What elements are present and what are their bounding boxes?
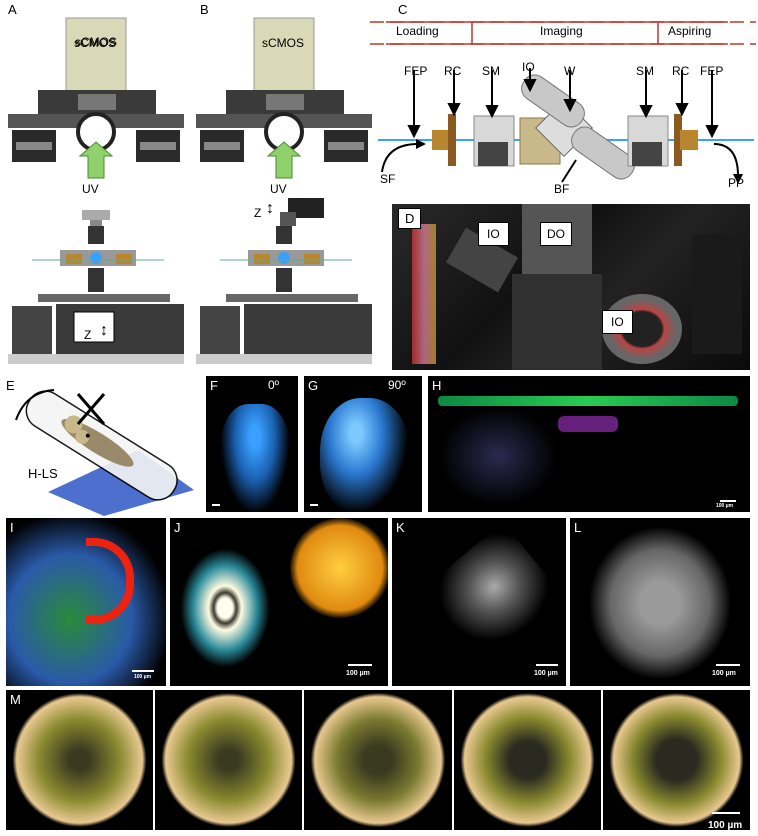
z-label-a: Z [84, 328, 92, 342]
timeline-bar [370, 21, 756, 45]
panel-h-image [428, 376, 750, 512]
scale-label-h: 100 µm [716, 503, 734, 509]
m-frame-1 [6, 690, 154, 830]
z-arrow-icon: ↕ [100, 322, 108, 339]
panel-label-c: C [398, 2, 408, 17]
svg-text:sCMOS: sCMOS [75, 35, 117, 49]
label-do: DO [540, 222, 572, 246]
panel-label-g: G [308, 378, 319, 393]
panel-f-image [206, 376, 298, 512]
panel-g-image [304, 376, 422, 512]
panel-label-a: A [8, 2, 17, 17]
scale-label-j: 100 µm [346, 670, 370, 677]
scale-bar-f [212, 504, 220, 506]
angle-label-f: 0º [268, 378, 280, 392]
panel-label-d: D [398, 208, 422, 229]
panel-label-f: F [210, 378, 218, 393]
angle-label-g: 90º [388, 378, 406, 392]
scale-label-k: 100 µm [534, 670, 558, 677]
label-io-top: IO [478, 222, 509, 246]
panel-i-image [6, 518, 166, 686]
scale-bar-k [536, 664, 558, 666]
scale-bar-m [712, 812, 740, 814]
scale-label-i: 100 µm [134, 674, 152, 680]
label-io: IO [522, 60, 535, 74]
scale-label-m: 100 µm [708, 820, 743, 831]
m-frame-3 [304, 690, 452, 830]
camera-box [65, 17, 127, 99]
uv-label-b: UV [270, 182, 287, 196]
scale-label-l: 100 µm [712, 670, 736, 677]
scale-bar-j [348, 664, 372, 666]
label-rc-right: RC [672, 64, 690, 78]
scale-bar-h [720, 500, 736, 502]
label-sm-left: SM [482, 64, 500, 78]
z-arrow-icon: ↕ [266, 200, 274, 217]
label-sm-right: SM [636, 64, 654, 78]
label-rc-left: RC [444, 64, 462, 78]
panel-label-b: B [200, 2, 209, 17]
panel-label-k: K [396, 520, 405, 535]
m-frame-5 [602, 690, 750, 830]
uv-label-a: UV [82, 182, 99, 196]
panel-k-image [392, 518, 566, 686]
scale-bar-i [132, 670, 154, 672]
panel-label-m: M [10, 692, 21, 707]
m-frame-4 [453, 690, 601, 830]
panel-m-image [6, 690, 750, 830]
scale-bar-g [310, 504, 318, 506]
label-pp: PP [728, 176, 745, 190]
panel-a-diagram: sCMOS [8, 17, 184, 364]
panel-j-image [170, 518, 388, 686]
label-fep-left: FEP [404, 64, 428, 78]
panel-label-i: I [10, 520, 14, 535]
panel-label-j: J [174, 520, 181, 535]
m-frame-2 [155, 690, 303, 830]
panel-label-e: E [6, 378, 15, 393]
camera-label-b: sCMOS [262, 36, 304, 50]
panel-d-photo [392, 204, 750, 370]
timeline-aspiring: Aspiring [668, 24, 712, 38]
uv-arrow [78, 141, 114, 179]
panel-l-image [570, 518, 750, 686]
timeline-loading: Loading [396, 24, 439, 38]
scale-bar-l [716, 664, 740, 666]
z-label-b: Z [254, 206, 262, 220]
panel-b-diagram [196, 17, 372, 364]
panel-e-diagram [15, 389, 194, 516]
label-w: W [564, 64, 576, 78]
label-bf: BF [554, 182, 570, 196]
timeline-imaging: Imaging [540, 24, 583, 38]
label-hls: H-LS [28, 466, 58, 481]
label-sf: SF [380, 172, 396, 186]
panel-label-l: L [574, 520, 582, 535]
sample-chamber-diagram [378, 68, 754, 184]
camera-label-a: sCMOS [74, 36, 116, 50]
panel-label-h: H [432, 378, 442, 393]
label-io-bottom: IO [602, 310, 633, 334]
label-fep-right: FEP [700, 64, 724, 78]
